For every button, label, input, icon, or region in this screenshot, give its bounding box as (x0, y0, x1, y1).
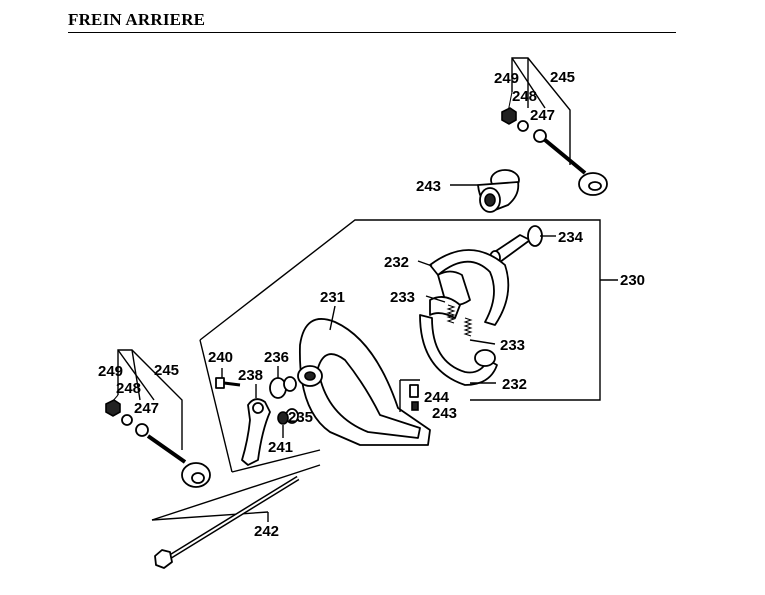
washer-236 (269, 366, 297, 399)
label-231: 231 (320, 289, 345, 306)
brake-plate-231 (297, 305, 431, 446)
label-248-left: 248 (116, 380, 141, 397)
label-235: 235 (288, 409, 313, 426)
adjuster-set-left (105, 349, 211, 488)
label-249-right: 249 (494, 70, 519, 87)
washer-icon (533, 129, 547, 143)
label-232-top: 232 (384, 254, 409, 271)
label-244: 244 (424, 389, 450, 406)
title-rule (68, 32, 676, 33)
label-241: 241 (268, 439, 293, 456)
label-232-bottom: 232 (502, 376, 527, 393)
label-243-bolt: 243 (432, 405, 457, 422)
label-240: 240 (208, 349, 233, 366)
label-249-left: 249 (98, 363, 123, 380)
page-title: FREIN ARRIERE (68, 10, 206, 29)
label-243-bushing: 243 (416, 178, 441, 195)
label-245-right: 245 (550, 69, 575, 86)
washer-icon (121, 414, 133, 426)
label-247-right: 247 (530, 107, 555, 124)
axle-242 (154, 475, 300, 569)
label-234: 234 (558, 229, 584, 246)
label-247-left: 247 (134, 400, 159, 417)
brake-shoe-bottom (419, 296, 498, 386)
part-labels: 230 231 232 232 233 233 234 235 236 238 … (98, 69, 645, 540)
label-242: 242 (254, 523, 279, 540)
label-230: 230 (620, 272, 645, 289)
label-245-left: 245 (154, 362, 179, 379)
bolt-244 (399, 379, 420, 412)
label-233-left: 233 (390, 289, 415, 306)
lever-238 (241, 384, 271, 466)
washer-235 (277, 408, 299, 438)
label-238: 238 (238, 367, 263, 384)
label-236: 236 (264, 349, 289, 366)
assembly-outline (151, 219, 618, 521)
nut-icon (501, 107, 517, 125)
label-233-right: 233 (500, 337, 525, 354)
nut-icon (105, 399, 121, 417)
washer-icon (517, 120, 529, 132)
adjuster-set-right (501, 57, 608, 196)
bolt-240 (215, 368, 241, 389)
bushing-243 (450, 169, 520, 213)
cam-shaft-234 (489, 225, 556, 266)
label-248-right: 248 (512, 88, 537, 105)
spring-right (463, 317, 496, 345)
spring-left (425, 295, 456, 324)
washer-icon (135, 423, 149, 437)
